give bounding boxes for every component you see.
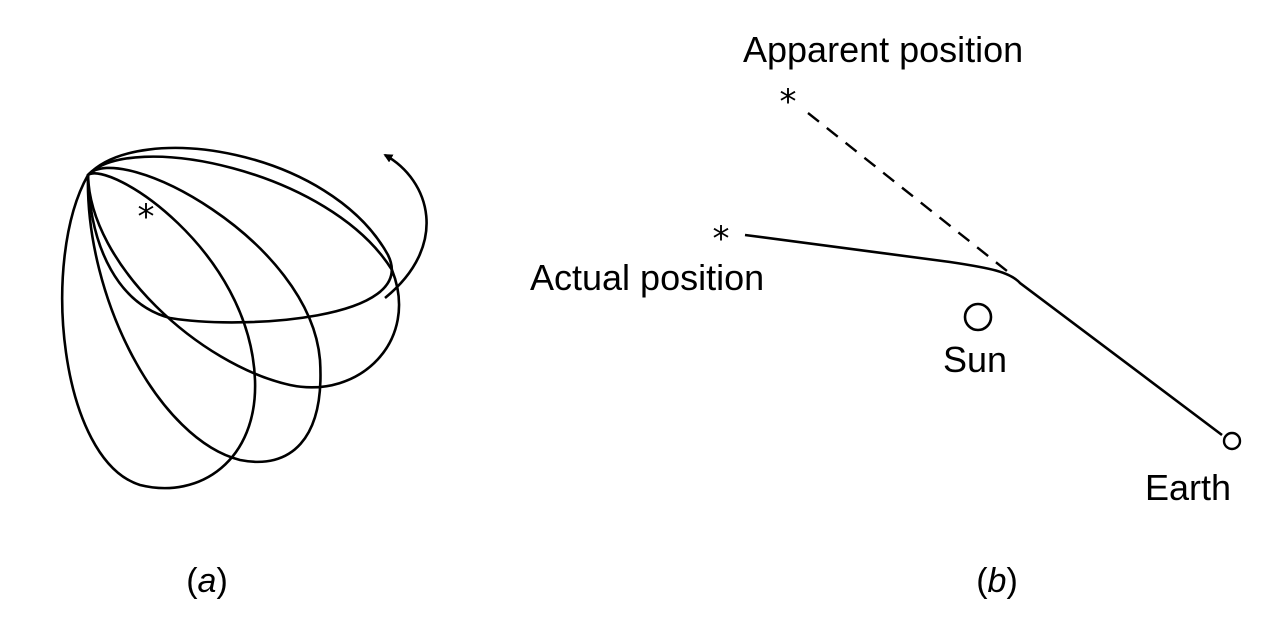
earth-label: Earth xyxy=(1145,467,1231,508)
panel-b: Apparent position * * Actual position Su… xyxy=(530,29,1242,600)
central-star: * xyxy=(138,197,155,237)
sun-label: Sun xyxy=(943,339,1007,380)
orbit-ellipse-1 xyxy=(86,146,393,324)
light-path xyxy=(744,233,1223,437)
earth-circle xyxy=(1222,431,1242,451)
orbit-ellipse-3 xyxy=(86,166,322,464)
caption-a: (a) xyxy=(186,562,228,600)
actual-position-label: Actual position xyxy=(530,257,764,298)
apparent-star: * xyxy=(780,82,797,122)
panel-a: * (a) xyxy=(60,146,428,600)
apparent-position-label: Apparent position xyxy=(743,29,1023,70)
orbit-ellipse-2 xyxy=(86,155,401,389)
caption-b: (b) xyxy=(976,562,1018,600)
apparent-direction-dashed-line xyxy=(807,112,1013,276)
precession-arrow xyxy=(383,153,428,300)
orbit-ellipse-4 xyxy=(60,172,257,490)
actual-star: * xyxy=(713,219,730,259)
sun-circle xyxy=(963,302,993,332)
